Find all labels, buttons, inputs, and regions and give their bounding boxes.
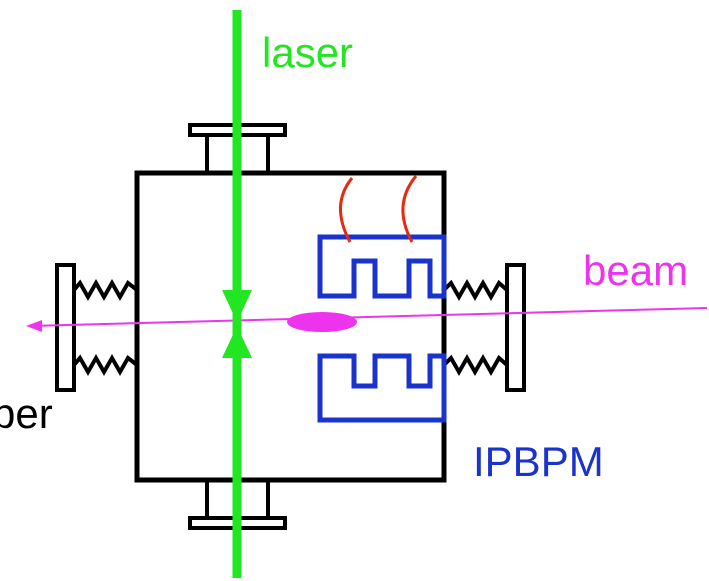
laser-arrow-up <box>222 326 252 358</box>
beam-label: beam <box>583 247 688 294</box>
chamber-label-partial: ber <box>0 390 53 437</box>
right-bellows <box>442 263 526 392</box>
laser-label: laser <box>262 29 353 76</box>
vacuum-chamber <box>134 170 447 483</box>
beam-arrowhead <box>26 320 42 332</box>
signal-cable-2 <box>401 175 418 243</box>
ipbpm-label: IPBPM <box>473 438 604 485</box>
ipbpm-lower-cavity <box>317 353 447 423</box>
beam-line <box>29 307 708 327</box>
ipbpm-upper-cavity <box>317 234 447 299</box>
signal-cable-1 <box>339 177 354 243</box>
beam-bunch <box>287 312 357 332</box>
laser-arrow-down <box>222 290 252 322</box>
left-bellows <box>55 263 139 392</box>
